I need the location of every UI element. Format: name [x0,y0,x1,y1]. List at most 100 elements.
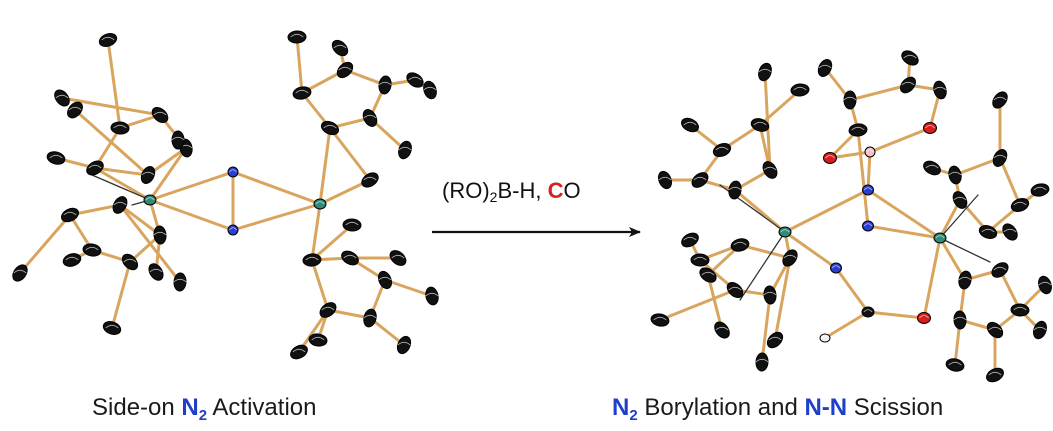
atom-N1-highlight [863,187,873,191]
bond-a5-m10 [73,108,150,177]
atom-h1 [948,165,962,185]
atom-h5-highlight [953,196,967,201]
right-caption-post: Scission [847,394,944,421]
atom-b3 [121,253,139,271]
atom-q4-highlight [1038,281,1052,286]
atom-b3-highlight [123,258,137,263]
bond-Ti1-a4 [148,146,188,202]
atom-c3-highlight [363,114,377,119]
atom-n3 [423,80,437,100]
atom-n10 [290,344,308,360]
atom-h1-highlight [948,171,962,176]
atom-n1-highlight [290,33,304,38]
bond-h2-h3 [998,156,1022,207]
bond-Ti1-a1 [93,166,152,202]
atom-n8 [425,286,439,306]
bond-d1-n6 [310,223,354,262]
atom-p7-highlight [755,358,769,363]
atom-d4 [363,308,377,328]
atom-e3-highlight [851,126,865,131]
atom-g2 [726,281,744,299]
atom-H1-highlight [821,335,829,339]
atom-a3 [151,107,169,123]
atom-q1 [992,91,1008,109]
bond-N2-Cc [834,266,870,314]
atom-e1-highlight [843,96,857,101]
atom-Ti1 [778,226,792,238]
reagent-sub: 2 [489,189,498,205]
atom-n12 [331,39,349,57]
bond-Ti2-O3 [922,236,942,320]
bond-p10-p6 [706,273,724,332]
atom-Ti1-highlight [145,197,155,201]
atom-p6-highlight [715,326,729,331]
atom-f3-highlight [763,166,777,171]
atom-n4-highlight [398,146,412,151]
bond-c4-c5 [343,68,387,87]
atom-m8 [148,263,164,281]
bond-b4-b5 [118,203,162,237]
atom-n8-highlight [425,292,439,297]
atom-p3 [758,62,772,82]
bond-N1-B1 [866,150,872,192]
atom-e2-highlight [901,81,915,86]
reagent-carbon-red: C [547,178,564,203]
bond-Ti1-N2 [783,230,838,270]
atom-n11 [308,333,328,347]
atom-Ti1 [143,194,157,206]
left-caption-sub: 2 [198,407,208,424]
bond-Ti1-N1 [148,170,235,202]
atom-p7 [755,352,769,372]
bond-Ti2-c2 [318,126,332,206]
left-caption: Side-on N2 Activation [92,394,316,424]
atom-d3-highlight [378,276,392,281]
atom-O1 [823,152,837,164]
atom-g5-highlight [733,241,747,246]
right-caption-mid: Borylation and [637,394,805,421]
atom-N2 [830,262,842,274]
left-caption-pre: Side-on [92,394,182,421]
atom-H1 [819,333,831,343]
atom-g2-highlight [728,286,742,291]
atom-q7 [945,358,965,372]
atom-e5 [933,80,947,100]
bond-e3-N3 [856,128,870,228]
bond-g3-p7 [760,293,772,364]
atom-n5-highlight [363,176,377,181]
atom-d1 [302,253,322,267]
bond-b5-m9 [118,203,182,284]
metal-centroid-bond [939,237,991,263]
atom-q6-highlight [988,371,1002,376]
atom-q2 [1030,183,1050,197]
bond-g2-p5 [658,288,737,322]
atom-m3-highlight [55,94,69,99]
bond-a3-m3 [60,96,162,117]
left-bonds [18,35,434,354]
bond-d4-n9 [368,316,406,347]
atom-p4 [681,232,699,248]
atom-d1-highlight [305,256,319,261]
atom-n7 [389,250,407,266]
atom-N2-highlight [831,265,841,269]
atom-n12-highlight [333,44,347,49]
atom-i5 [953,310,967,330]
atom-p9 [790,83,810,97]
bond-Ti2-N1 [231,170,322,206]
atom-h5 [952,191,968,209]
atom-f3 [762,161,778,179]
bond-N3-Ti2 [866,224,942,240]
atom-p3-highlight [758,68,772,73]
atom-m4-highlight [171,136,185,141]
atom-i1 [958,270,972,290]
atom-q2-highlight [1033,186,1047,191]
atom-n7-highlight [391,254,405,259]
atom-m6 [62,253,82,267]
atom-b2 [82,243,102,257]
atom-d4-highlight [363,314,377,319]
atom-f1-highlight [715,146,729,151]
atom-p8 [766,331,784,349]
bond-d5-d1 [310,258,330,312]
atom-n6 [342,218,362,232]
atom-p8-highlight [768,336,782,341]
atom-c4-highlight [378,81,392,86]
